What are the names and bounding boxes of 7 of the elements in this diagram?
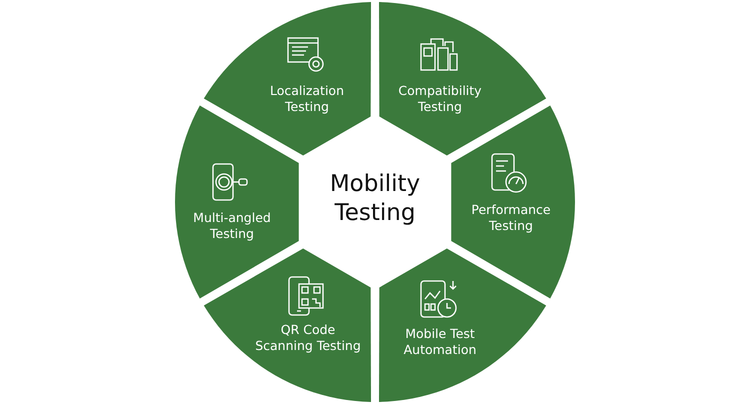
segment-label: Multi-angled Testing bbox=[192, 210, 272, 242]
center-title: Mobility Testing bbox=[310, 170, 440, 228]
segment-label: Localization Testing bbox=[268, 83, 346, 115]
segment-label: Mobile Test Automation bbox=[402, 326, 478, 358]
segment-label: QR Code Scanning Testing bbox=[254, 322, 362, 354]
segment-label: Compatibility Testing bbox=[397, 83, 483, 115]
segment-label: Performance Testing bbox=[470, 202, 552, 234]
